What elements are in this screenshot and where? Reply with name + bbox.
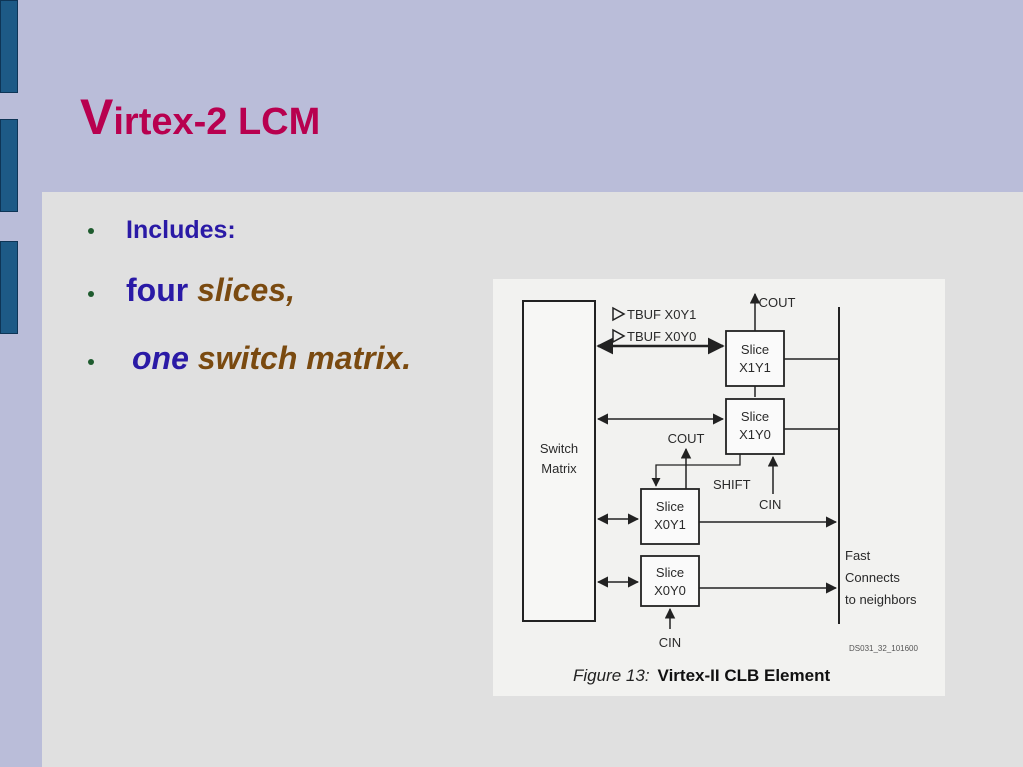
side-tab	[0, 119, 18, 212]
clb-diagram: Switch Matrix TBUF X0Y1 TBUF X0Y0 Slice …	[522, 292, 919, 685]
bullet-four-slices: four slices,	[126, 272, 295, 309]
bullet-word: one	[132, 340, 189, 376]
bullet-word: four	[126, 272, 189, 308]
cin-bottom-label: CIN	[659, 635, 681, 650]
slice-x1y1-label: X1Y1	[739, 360, 771, 375]
tbuf-triangle-icon	[612, 306, 626, 322]
fast-connects-label: Connects	[845, 570, 900, 585]
slice-x0y0-label: X0Y0	[654, 583, 686, 598]
side-tab	[0, 0, 18, 93]
slice-x1y1-label: Slice	[741, 342, 769, 357]
slice-x0y0-box	[640, 555, 700, 607]
tbuf-x0y1-label: TBUF X0Y1	[627, 307, 696, 322]
slice-x1y0-label: X1Y0	[739, 427, 771, 442]
figure-caption-title: Virtex-II CLB Element	[658, 666, 831, 685]
slice-x1y0-box	[725, 398, 785, 455]
slice-x0y1-box	[640, 488, 700, 545]
slide-title: Virtex-2 LCM	[80, 88, 320, 146]
title-rest: irtex-2 LCM	[113, 101, 321, 143]
slice-x0y1-label: X0Y1	[654, 517, 686, 532]
shift-label: SHIFT	[713, 477, 751, 492]
clb-figure: Switch Matrix TBUF X0Y1 TBUF X0Y0 Slice …	[493, 279, 945, 696]
cout-mid-label: COUT	[668, 431, 705, 446]
figure-caption: Figure 13: Virtex-II CLB Element	[573, 666, 830, 685]
bullet-marker	[86, 289, 96, 299]
switch-matrix-box	[522, 300, 596, 622]
slice-x0y0-label: Slice	[656, 565, 684, 580]
cout-top-label: COUT	[759, 295, 796, 310]
side-tab	[0, 241, 18, 334]
slice-x1y1-box	[725, 330, 785, 387]
bullet-marker	[86, 226, 96, 236]
slice-x0y1-label: Slice	[656, 499, 684, 514]
tbuf-x0y0-label: TBUF X0Y0	[627, 329, 696, 344]
shift-arrow	[651, 454, 741, 487]
figure-code: DS031_32_101600	[849, 644, 919, 653]
slice-x1y0-label: Slice	[741, 409, 769, 424]
bullet-word-emphasis: slices,	[197, 272, 295, 308]
switch-matrix-label: Matrix	[541, 461, 577, 476]
tbuf-triangle-icon	[612, 328, 626, 344]
bullet-marker	[86, 357, 96, 367]
cin-mid-label: CIN	[759, 497, 781, 512]
bullet-word-emphasis: switch matrix.	[197, 340, 412, 376]
fast-connects-label: to neighbors	[845, 592, 917, 607]
bullet-switch-matrix: one switch matrix.	[132, 340, 411, 377]
fast-connects-label: Fast	[845, 548, 871, 563]
title-capital: V	[80, 89, 114, 145]
bullet-includes: Includes:	[126, 216, 236, 244]
switch-matrix-label: Switch	[540, 441, 578, 456]
figure-caption-number: Figure 13:	[573, 666, 650, 685]
